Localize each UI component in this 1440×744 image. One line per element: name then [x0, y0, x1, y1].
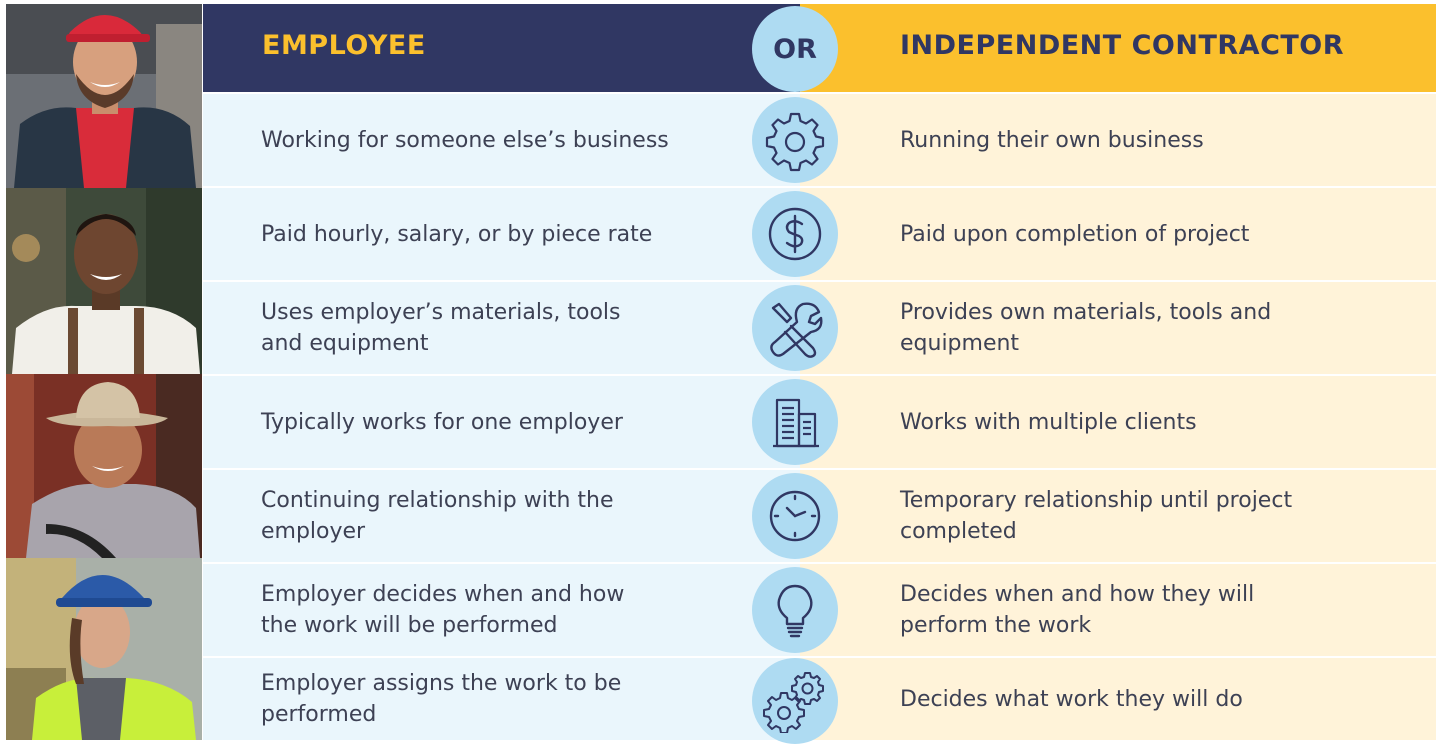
dollar-icon	[752, 191, 838, 277]
contractor-heading: INDEPENDENT CONTRACTOR	[900, 30, 1345, 61]
contractor-cell	[800, 376, 1436, 468]
building-icon	[752, 379, 838, 465]
worker-apron-photo	[6, 188, 202, 374]
contractor-cell	[800, 94, 1436, 186]
employee-trait: Continuing relationship with the employe…	[261, 488, 614, 544]
comparison-row: Continuing relationship with the employe…	[203, 470, 1436, 562]
comparison-row: Employer decides when and how the work w…	[203, 564, 1436, 656]
contractor-cell	[800, 470, 1436, 562]
employee-header-bar	[203, 4, 800, 92]
contractor-cell	[800, 282, 1436, 374]
comparison-row: Working for someone else’s business Runn…	[203, 94, 1436, 186]
employee-cell	[203, 94, 800, 186]
contractor-trait: Provides own materials, tools and equipm…	[900, 300, 1272, 356]
employee-trait: Working for someone else’s business	[261, 127, 669, 153]
employee-cell	[203, 282, 800, 374]
employee-trait: Typically works for one employer	[261, 409, 623, 435]
comparison-row: Employer assigns the work to be performe…	[203, 658, 1436, 744]
photo-column	[6, 4, 202, 740]
lightbulb-icon	[752, 567, 838, 653]
contractor-cell	[800, 188, 1436, 280]
contractor-trait: Running their own business	[900, 127, 1204, 153]
employee-cell	[203, 376, 800, 468]
employee-trait: Employer decides when and how the work w…	[261, 582, 625, 638]
gear-icon	[752, 97, 838, 183]
comparison-row: Paid hourly, salary, or by piece rate Pa…	[203, 188, 1436, 280]
contractor-trait: Works with multiple clients	[900, 409, 1197, 435]
contractor-cell	[800, 564, 1436, 656]
employee-trait: Paid hourly, salary, or by piece rate	[261, 221, 653, 247]
employee-cell	[203, 658, 800, 740]
gears-icon	[752, 658, 838, 744]
worker-cowboy-hat-photo	[6, 374, 202, 558]
comparison-row: Uses employer’s materials, tools and equ…	[203, 282, 1436, 374]
or-badge: OR	[752, 6, 838, 92]
contractor-trait: Temporary relationship until project com…	[900, 488, 1293, 544]
employee-cell	[203, 564, 800, 656]
tools-icon	[752, 285, 838, 371]
employee-trait: Uses employer’s materials, tools and equ…	[261, 300, 621, 356]
contractor-trait: Decides when and how they will perform t…	[900, 582, 1255, 638]
clock-icon	[752, 473, 838, 559]
employee-trait: Employer assigns the work to be performe…	[261, 671, 622, 727]
contractor-header-bar	[800, 4, 1436, 92]
worker-hard-hat-photo	[6, 558, 202, 740]
employee-heading: EMPLOYEE	[262, 30, 426, 61]
contractor-trait: Paid upon completion of project	[900, 221, 1250, 247]
contractor-cell	[800, 658, 1436, 740]
comparison-row: Typically works for one employer Works w…	[203, 376, 1436, 468]
contractor-trait: Decides what work they will do	[900, 686, 1243, 712]
worker-red-cap-photo	[6, 4, 202, 188]
employee-cell	[203, 470, 800, 562]
employee-cell	[203, 188, 800, 280]
